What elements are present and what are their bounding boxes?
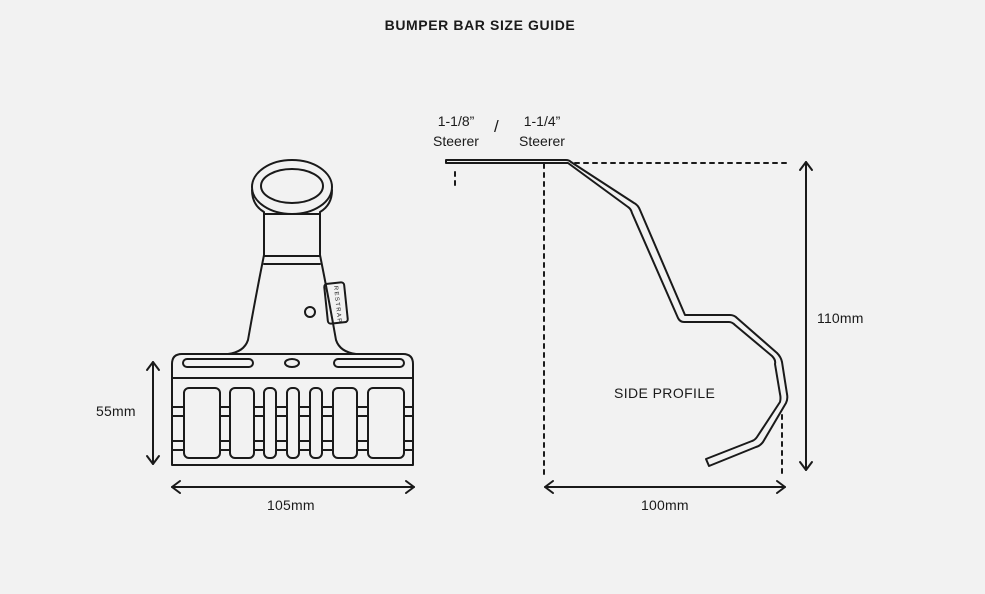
steerer-small-size: 1-1/8” xyxy=(437,113,475,129)
pad-1 xyxy=(183,387,221,459)
side-width-arrow xyxy=(544,480,786,494)
side-width-label: 100mm xyxy=(641,497,689,513)
pad-2 xyxy=(229,387,255,459)
plate-body xyxy=(171,377,414,466)
plate-hole xyxy=(284,358,300,368)
width-dimension-arrow xyxy=(171,480,415,494)
height-dimension-arrow xyxy=(146,361,160,465)
neck-right xyxy=(319,189,357,355)
bumper-bar-profile xyxy=(445,159,789,467)
steerer-small-text: Steerer xyxy=(433,133,479,149)
front-width-label: 105mm xyxy=(267,497,315,513)
steerer-large-label: 1-1/4” Steerer xyxy=(510,111,574,151)
pad-6 xyxy=(332,387,358,459)
steerer-large-text: Steerer xyxy=(519,133,565,149)
pad-4 xyxy=(286,387,300,459)
side-height-arrow xyxy=(799,161,813,471)
plate-top xyxy=(171,353,414,379)
neck-left xyxy=(227,189,265,355)
pad-7 xyxy=(367,387,405,459)
front-height-label: 55mm xyxy=(96,403,136,419)
steerer-separator: / xyxy=(494,117,499,136)
side-height-label: 110mm xyxy=(817,310,864,326)
front-view xyxy=(146,159,415,494)
pad-3 xyxy=(263,387,277,459)
steerer-small-label: 1-1/8” Steerer xyxy=(424,111,488,151)
clamp-ring-inner xyxy=(260,168,324,204)
reference-lines xyxy=(454,162,787,479)
slot-right xyxy=(333,358,405,368)
slot-left xyxy=(182,358,254,368)
brand-tag xyxy=(323,281,349,325)
bolt-hole xyxy=(304,306,316,318)
side-profile-label: SIDE PROFILE xyxy=(614,385,716,401)
steerer-large-size: 1-1/4” xyxy=(523,113,561,129)
side-view xyxy=(445,159,813,494)
diagram-title: BUMPER BAR SIZE GUIDE xyxy=(384,17,576,33)
pad-5 xyxy=(309,387,323,459)
